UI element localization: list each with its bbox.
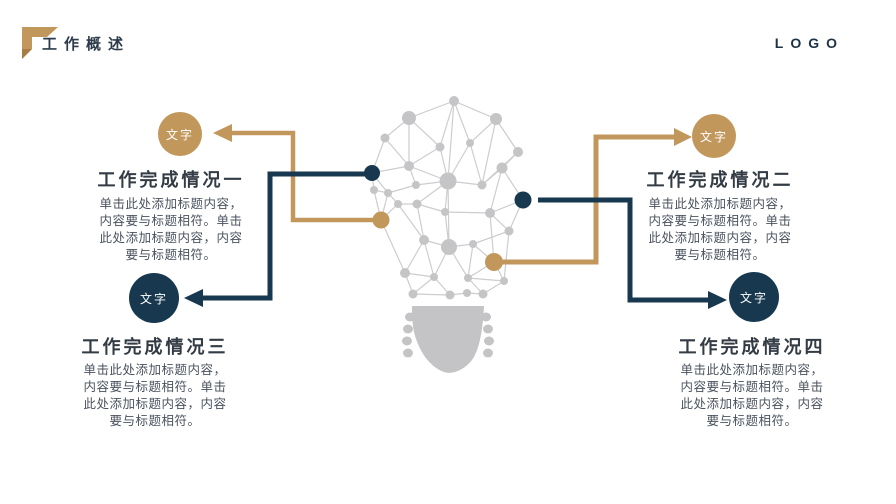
- connector-navy-bottomleft: [203, 171, 368, 301]
- page-title: 工作概述: [42, 36, 131, 53]
- logo-text: LOGO: [774, 35, 844, 51]
- section-heading-2: 工作完成情况二: [646, 170, 794, 190]
- connector-navy-bottomright: [538, 197, 708, 303]
- badge-circle-3: 文字: [129, 273, 179, 323]
- arrowhead-right-navy-icon: [708, 291, 727, 309]
- section-heading-1: 工作完成情况一: [97, 170, 245, 190]
- arrowhead-left-navy-icon: [184, 289, 203, 307]
- bulb-base: [402, 306, 494, 373]
- section-body-4: 单击此处添加标题内容，内容要与标题相符。单击此处添加标题内容，内容要与标题相符。: [680, 363, 824, 428]
- section-body-1: 单击此处添加标题内容，内容要与标题相符。单击此处添加标题内容，内容要与标题相符。: [99, 197, 243, 262]
- badge-circle-4: 文字: [729, 272, 779, 322]
- network-nodes: [370, 96, 523, 300]
- section-body-3: 单击此处添加标题内容，内容要与标题相符。单击此处添加标题内容，内容要与标题相符。: [83, 363, 227, 428]
- arrowhead-right-gold-icon: [674, 128, 692, 146]
- anchor-node-navy-right: [514, 191, 532, 209]
- section-heading-4: 工作完成情况四: [678, 337, 826, 357]
- anchor-node-gold-right: [485, 253, 503, 271]
- anchor-node-navy-left: [364, 165, 380, 181]
- section-heading-3: 工作完成情况三: [81, 337, 229, 357]
- arrowhead-left-gold-icon: [213, 124, 232, 142]
- section-body-2: 单击此处添加标题内容，内容要与标题相符。单击此处添加标题内容，内容要与标题相符。: [648, 197, 792, 262]
- corner-bracket-icon: [22, 27, 58, 59]
- badge-circle-2: 文字: [692, 114, 736, 158]
- badge-circle-1: 文字: [158, 112, 202, 156]
- anchor-node-gold-left: [372, 211, 390, 229]
